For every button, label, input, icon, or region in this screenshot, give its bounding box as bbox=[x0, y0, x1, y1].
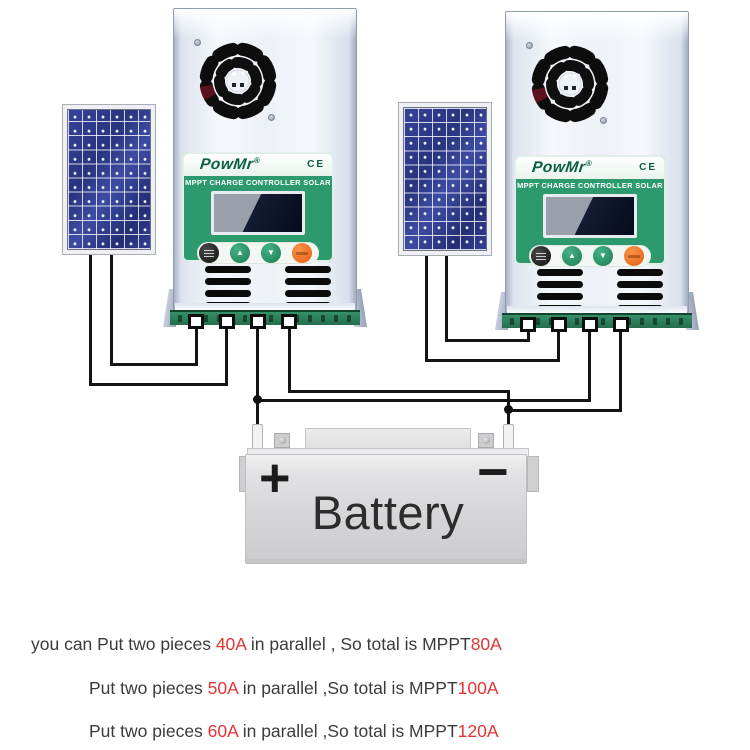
brand-logo: PowMr® bbox=[531, 159, 593, 177]
caption-line-3: Put two pieces 60A in parallel ,So total… bbox=[89, 721, 499, 741]
lcd-display bbox=[543, 194, 637, 238]
solar-panel-left bbox=[62, 104, 156, 255]
total-value: 80A bbox=[470, 634, 502, 654]
charge-controller-left: PowMr® CE MPPT CHARGE CONTROLLER SOLAR ▲… bbox=[162, 8, 368, 338]
terminal-lug-battery-minus bbox=[613, 317, 629, 332]
up-button[interactable]: ▲ bbox=[562, 246, 582, 266]
terminal-lug-battery-minus bbox=[281, 314, 297, 329]
wire-battery-negative bbox=[288, 390, 510, 393]
menu-button[interactable] bbox=[199, 243, 219, 263]
wire-pv-left bbox=[89, 383, 228, 386]
wire-battery-positive bbox=[256, 329, 259, 428]
terminal-lug-pv-minus bbox=[219, 314, 235, 329]
enter-button[interactable] bbox=[624, 246, 644, 266]
wire-battery-negative bbox=[619, 332, 622, 412]
wire-battery-positive bbox=[256, 399, 591, 402]
case-bottom-band bbox=[507, 306, 687, 314]
brand-header: PowMr® CE bbox=[184, 154, 332, 176]
wire-pv-left bbox=[110, 363, 198, 366]
caption-line-1: you can Put two pieces 40A in parallel ,… bbox=[31, 634, 502, 654]
wire-pv-left bbox=[225, 329, 228, 386]
controller-subtitle: MPPT CHARGE CONTROLLER SOLAR bbox=[185, 178, 331, 187]
button-row: ▲ ▼ bbox=[197, 242, 319, 264]
total-value: 120A bbox=[457, 721, 499, 741]
controller-front-panel: PowMr® CE MPPT CHARGE CONTROLLER SOLAR ▲… bbox=[182, 152, 334, 264]
wire-battery-negative bbox=[288, 329, 291, 393]
wire-junction-dot bbox=[253, 395, 262, 404]
amps-value: 50A bbox=[207, 678, 238, 698]
wire-pv-right bbox=[527, 332, 530, 342]
terminal-lug-battery-plus bbox=[250, 314, 266, 329]
enter-button[interactable] bbox=[292, 243, 312, 263]
controller-case: PowMr® CE MPPT CHARGE CONTROLLER SOLAR ▲… bbox=[173, 8, 357, 311]
brand-header: PowMr® CE bbox=[516, 157, 664, 179]
caption-line-2: Put two pieces 50A in parallel ,So total… bbox=[89, 678, 499, 698]
amps-value: 60A bbox=[207, 721, 238, 741]
screw-icon bbox=[526, 42, 533, 49]
battery-terminal-positive bbox=[252, 424, 263, 450]
controller-subtitle: MPPT CHARGE CONTROLLER SOLAR bbox=[517, 181, 663, 190]
cooling-fan-icon bbox=[531, 45, 609, 123]
ce-mark: CE bbox=[639, 162, 657, 173]
wire-pv-right bbox=[425, 359, 560, 362]
cooling-fan-icon bbox=[199, 42, 277, 120]
menu-button[interactable] bbox=[531, 246, 551, 266]
battery-screw bbox=[274, 433, 290, 448]
wire-pv-left bbox=[89, 254, 92, 386]
wire-pv-right bbox=[425, 256, 428, 362]
charge-controller-right: PowMr® CE MPPT CHARGE CONTROLLER SOLAR ▲… bbox=[494, 11, 700, 341]
battery-label: Battery bbox=[311, 486, 465, 539]
ce-mark: CE bbox=[307, 159, 325, 170]
screw-icon bbox=[600, 117, 607, 124]
controller-front-panel: PowMr® CE MPPT CHARGE CONTROLLER SOLAR ▲… bbox=[514, 155, 666, 267]
lcd-display bbox=[211, 191, 305, 235]
battery: + − Battery bbox=[239, 423, 539, 570]
screw-icon bbox=[268, 114, 275, 121]
wire-battery-positive bbox=[588, 332, 591, 402]
terminal-lug-battery-plus bbox=[582, 317, 598, 332]
down-button[interactable]: ▼ bbox=[261, 243, 281, 263]
solar-cells bbox=[67, 109, 151, 250]
wire-junction-dot bbox=[504, 405, 513, 414]
button-row: ▲ ▼ bbox=[529, 245, 651, 267]
screw-icon bbox=[194, 39, 201, 46]
terminal-lug-pv-plus bbox=[520, 317, 536, 332]
battery-plus-sign: + bbox=[259, 448, 291, 508]
battery-minus-sign: − bbox=[477, 442, 509, 502]
terminal-lug-pv-plus bbox=[188, 314, 204, 329]
wire-pv-left bbox=[195, 329, 198, 366]
up-button[interactable]: ▲ bbox=[230, 243, 250, 263]
amps-value: 40A bbox=[215, 634, 247, 654]
case-bottom-band bbox=[175, 303, 355, 311]
wire-pv-right bbox=[445, 339, 530, 342]
down-button[interactable]: ▼ bbox=[593, 246, 613, 266]
terminal-lug-pv-minus bbox=[551, 317, 567, 332]
wire-pv-right bbox=[445, 256, 448, 342]
brand-logo: PowMr® bbox=[199, 156, 261, 174]
solar-cells bbox=[403, 107, 487, 251]
wire-battery-negative bbox=[507, 409, 621, 412]
solar-panel-right bbox=[398, 102, 492, 256]
battery-screw bbox=[478, 433, 494, 448]
battery-side-tab bbox=[527, 456, 539, 492]
controller-case: PowMr® CE MPPT CHARGE CONTROLLER SOLAR ▲… bbox=[505, 11, 689, 314]
wire-pv-right bbox=[557, 332, 560, 362]
battery-body bbox=[245, 454, 527, 564]
total-value: 100A bbox=[457, 678, 499, 698]
wire-pv-left bbox=[110, 254, 113, 366]
